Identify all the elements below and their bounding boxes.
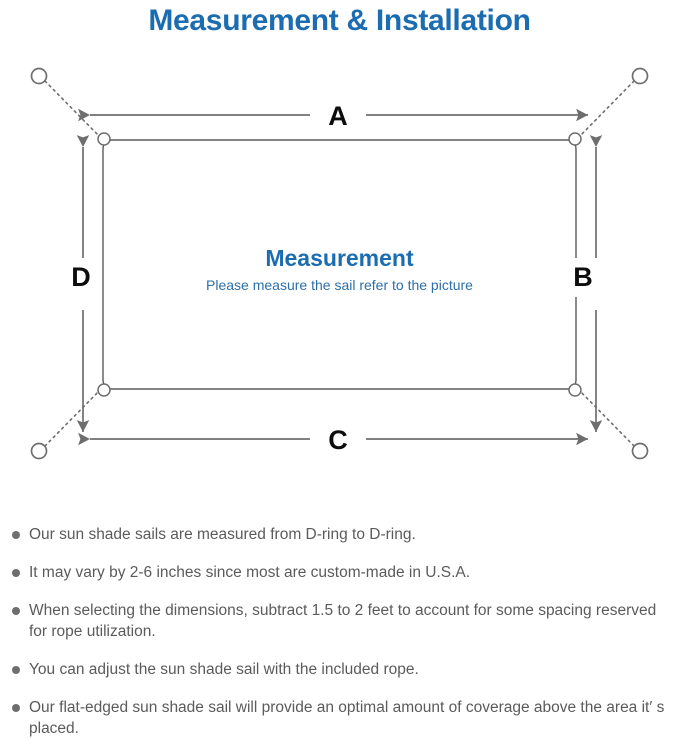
bullet-dot-icon — [12, 666, 20, 674]
note-item: You can adjust the sun shade sail with t… — [0, 659, 679, 680]
diagram-graphics — [30, 67, 649, 460]
sail-d-rings — [97, 132, 582, 397]
note-item: Our sun shade sails are measured from D-… — [0, 524, 679, 545]
anchor-ring-top-left — [30, 67, 48, 85]
d-ring-top-right — [568, 132, 582, 146]
dimension-label-c: C — [310, 424, 366, 457]
diagram-center-subtitle: Please measure the sail refer to the pic… — [206, 277, 473, 293]
measure-arrows — [76, 108, 603, 446]
note-item: It may vary by 2-6 inches since most are… — [0, 562, 679, 583]
rope-lines — [44, 80, 635, 447]
bullet-dot-icon — [12, 531, 20, 539]
d-ring-top-left — [97, 132, 111, 146]
note-item: Our flat-edged sun shade sail will provi… — [0, 697, 679, 739]
note-text: When selecting the dimensions, subtract … — [29, 602, 657, 640]
anchor-rings — [30, 67, 649, 460]
bullet-dot-icon — [12, 607, 20, 615]
rope-bottom-left — [44, 388, 102, 447]
note-text: Our sun shade sails are measured from D-… — [29, 526, 416, 543]
bullet-dot-icon — [12, 569, 20, 577]
anchor-ring-top-right — [631, 67, 649, 85]
anchor-ring-bottom-left — [30, 442, 48, 460]
dimension-label-a: A — [310, 100, 366, 133]
dimension-label-d: D — [64, 258, 98, 297]
measurement-diagram: Measurement Please measure the sail refe… — [0, 42, 679, 512]
d-ring-bottom-left — [97, 383, 111, 397]
notes-list: Our sun shade sails are measured from D-… — [0, 524, 679, 739]
rope-top-left — [44, 80, 102, 139]
dimension-label-b: B — [566, 258, 600, 297]
note-item: When selecting the dimensions, subtract … — [0, 600, 679, 642]
rope-top-right — [577, 80, 635, 139]
page-title: Measurement & Installation — [148, 4, 531, 37]
note-text: Our flat-edged sun shade sail will provi… — [29, 699, 665, 737]
note-text: It may vary by 2-6 inches since most are… — [29, 564, 471, 581]
bullet-dot-icon — [12, 704, 20, 712]
note-text: You can adjust the sun shade sail with t… — [29, 661, 419, 678]
diagram-center-title: Measurement — [265, 245, 414, 271]
anchor-ring-bottom-right — [631, 442, 649, 460]
rope-bottom-right — [577, 388, 635, 447]
d-ring-bottom-right — [568, 383, 582, 397]
